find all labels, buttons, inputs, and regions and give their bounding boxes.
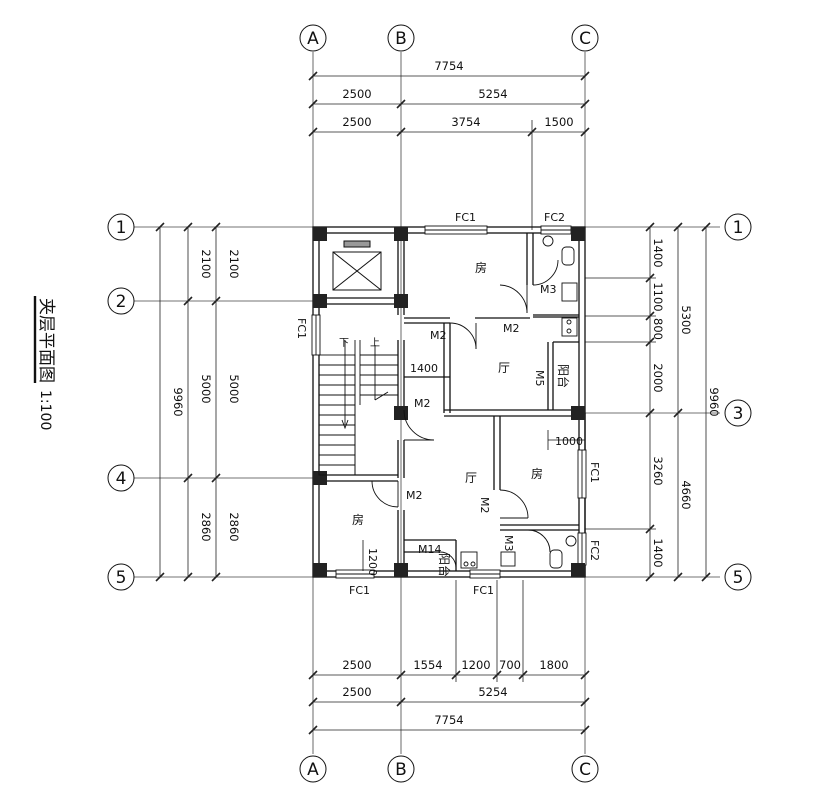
dim-bottom-2500-a: 2500 [342, 658, 371, 672]
window-fc2-top: FC2 [544, 211, 565, 224]
dim-right-3260: 3260 [651, 456, 665, 485]
dim-left-mid-5000: 5000 [199, 374, 213, 403]
dim-left-mid-2100: 2100 [199, 249, 213, 278]
door-m2-lower-left: M2 [406, 489, 423, 502]
dim-right-total: 9960 [707, 387, 721, 416]
elevator-shaft [332, 240, 382, 291]
dim-bottom-total: 7754 [434, 713, 463, 727]
grid-label-3-right: 3 [733, 404, 744, 424]
grid-label-1-left: 1 [116, 218, 127, 238]
title-text: 夹层平面图 [36, 298, 56, 383]
dim-right-5300: 5300 [679, 305, 693, 334]
dim-left-inner-2100: 2100 [227, 249, 241, 278]
door-m2-top: M2 [503, 322, 520, 335]
dim-left-mid-2860: 2860 [199, 512, 213, 541]
door-m14: M14 [418, 543, 442, 556]
door-m2-lower-right: M2 [478, 497, 491, 514]
inner-dim-1000: 1000 [555, 435, 583, 448]
dim-top-2500-b: 2500 [342, 115, 371, 129]
window-fc1-bottom-mid: FC1 [473, 584, 494, 597]
dim-right-1100: 1100 [651, 282, 665, 311]
grid-label-1-right: 1 [733, 218, 744, 238]
dim-left-inner-5000: 5000 [227, 374, 241, 403]
grid-label-a-bottom: A [307, 760, 319, 780]
window-fc1-top: FC1 [455, 211, 476, 224]
dim-bottom-700: 700 [499, 658, 521, 672]
dim-left-inner-2860: 2860 [227, 512, 241, 541]
top-dimension-lines [308, 71, 590, 230]
window-fc1-left: FC1 [295, 318, 308, 339]
door-m2-stair: M2 [414, 397, 431, 410]
dim-bottom-5254: 5254 [478, 685, 507, 699]
grid-label-5-left: 5 [116, 568, 127, 588]
interior-dims [362, 376, 585, 571]
dim-right-800: 800 [651, 318, 665, 340]
columns [313, 227, 585, 577]
dim-right-2000: 2000 [651, 363, 665, 392]
dim-bottom-1200: 1200 [461, 658, 490, 672]
room-label-balcony-top: 阳台 [556, 364, 571, 388]
dim-top-5254: 5254 [478, 87, 507, 101]
fixtures [460, 235, 578, 569]
room-label-bedroom-top: 房 [475, 260, 487, 275]
window-fc1-bottom-left: FC1 [349, 584, 370, 597]
stair-label-up: 上 [370, 337, 380, 349]
dim-top-total: 7754 [434, 59, 463, 73]
grid-label-4-left: 4 [116, 469, 127, 489]
dim-bottom-1554: 1554 [413, 658, 442, 672]
door-m3-top: M3 [540, 283, 557, 296]
stair-label-down: 下 [339, 338, 349, 349]
staircase [318, 340, 398, 476]
window-fc1-right: FC1 [588, 462, 601, 483]
left-dimension-lines [155, 222, 221, 582]
room-label-hall-bottom: 厅 [465, 471, 477, 485]
dim-top-3754: 3754 [451, 115, 480, 129]
inner-dim-1400: 1400 [410, 362, 438, 375]
room-label-balcony-bottom: 阳台 [437, 553, 452, 577]
dim-left-total: 9960 [171, 387, 185, 416]
dim-bottom-1800: 1800 [539, 658, 568, 672]
grid-label-5-right: 5 [733, 568, 744, 588]
door-swings [371, 259, 559, 569]
bottom-dimension-lines [308, 580, 590, 735]
dim-right-4660: 4660 [679, 480, 693, 509]
grid-label-b-bottom: B [395, 760, 407, 780]
dim-right-1400-b: 1400 [651, 538, 665, 567]
grid-label-c-bottom: C [579, 760, 591, 780]
windows [311, 225, 587, 579]
grid-label-a-top: A [307, 29, 319, 49]
window-fc2-right: FC2 [588, 540, 601, 561]
inner-dim-1200: 1200 [366, 548, 379, 576]
grid-label-2-left: 2 [116, 292, 127, 312]
grid-label-b-top: B [395, 29, 407, 49]
dim-bottom-2500-b: 2500 [342, 685, 371, 699]
dim-top-2500-a: 2500 [342, 87, 371, 101]
room-label-bedroom-right: 房 [531, 466, 543, 481]
room-label-bedroom-bottom: 房 [352, 512, 364, 527]
dim-right-1400-a: 1400 [651, 238, 665, 267]
door-m5: M5 [533, 370, 546, 387]
door-m2-mid: M2 [430, 329, 447, 342]
right-dimension-lines [585, 222, 711, 582]
door-m3-bottom: M3 [502, 535, 515, 552]
grid-label-c-top: C [579, 29, 591, 49]
dim-top-1500: 1500 [544, 115, 573, 129]
grid-bubbles [107, 24, 752, 783]
title-scale: 1:100 [37, 390, 53, 430]
drawing-title: 夹层平面图 1:100 [33, 296, 56, 430]
room-label-hall-top: 厅 [498, 361, 510, 375]
